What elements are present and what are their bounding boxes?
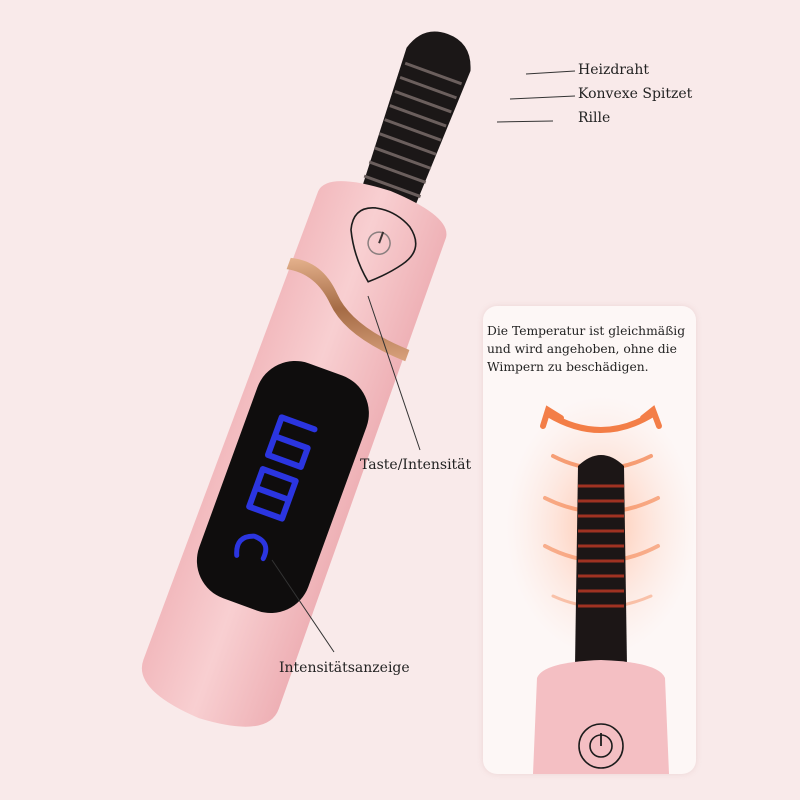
eyelash-curler-device	[142, 31, 471, 727]
power-button[interactable]	[335, 201, 424, 293]
heat-diagram	[506, 396, 696, 774]
inset-caption: Die Temperatur ist gleichmäßig und wird …	[487, 322, 696, 376]
inset-caption-line: und wird angehoben, ohne die	[487, 342, 677, 356]
label-taste: Taste/Intensität	[360, 457, 472, 473]
label-spitze: Konvexe Spitzet	[578, 86, 693, 102]
inset-body	[533, 660, 669, 774]
led-digits	[234, 414, 318, 562]
heat-inset-panel: Die Temperatur ist gleichmäßig und wird …	[483, 306, 696, 774]
power-icon	[578, 723, 624, 769]
label-rille: Rille	[578, 110, 611, 126]
leader-lines	[271, 70, 576, 653]
inset-caption-line: Die Temperatur ist gleichmäßig	[487, 324, 686, 338]
label-heizdraht: Heizdraht	[578, 62, 649, 78]
display-panel	[196, 360, 369, 614]
inset-caption-line: Wimpern zu beschädigen.	[487, 360, 649, 374]
gold-band	[286, 257, 410, 362]
label-anzeige: Intensitätsanzeige	[279, 660, 410, 676]
heating-comb	[360, 31, 471, 210]
